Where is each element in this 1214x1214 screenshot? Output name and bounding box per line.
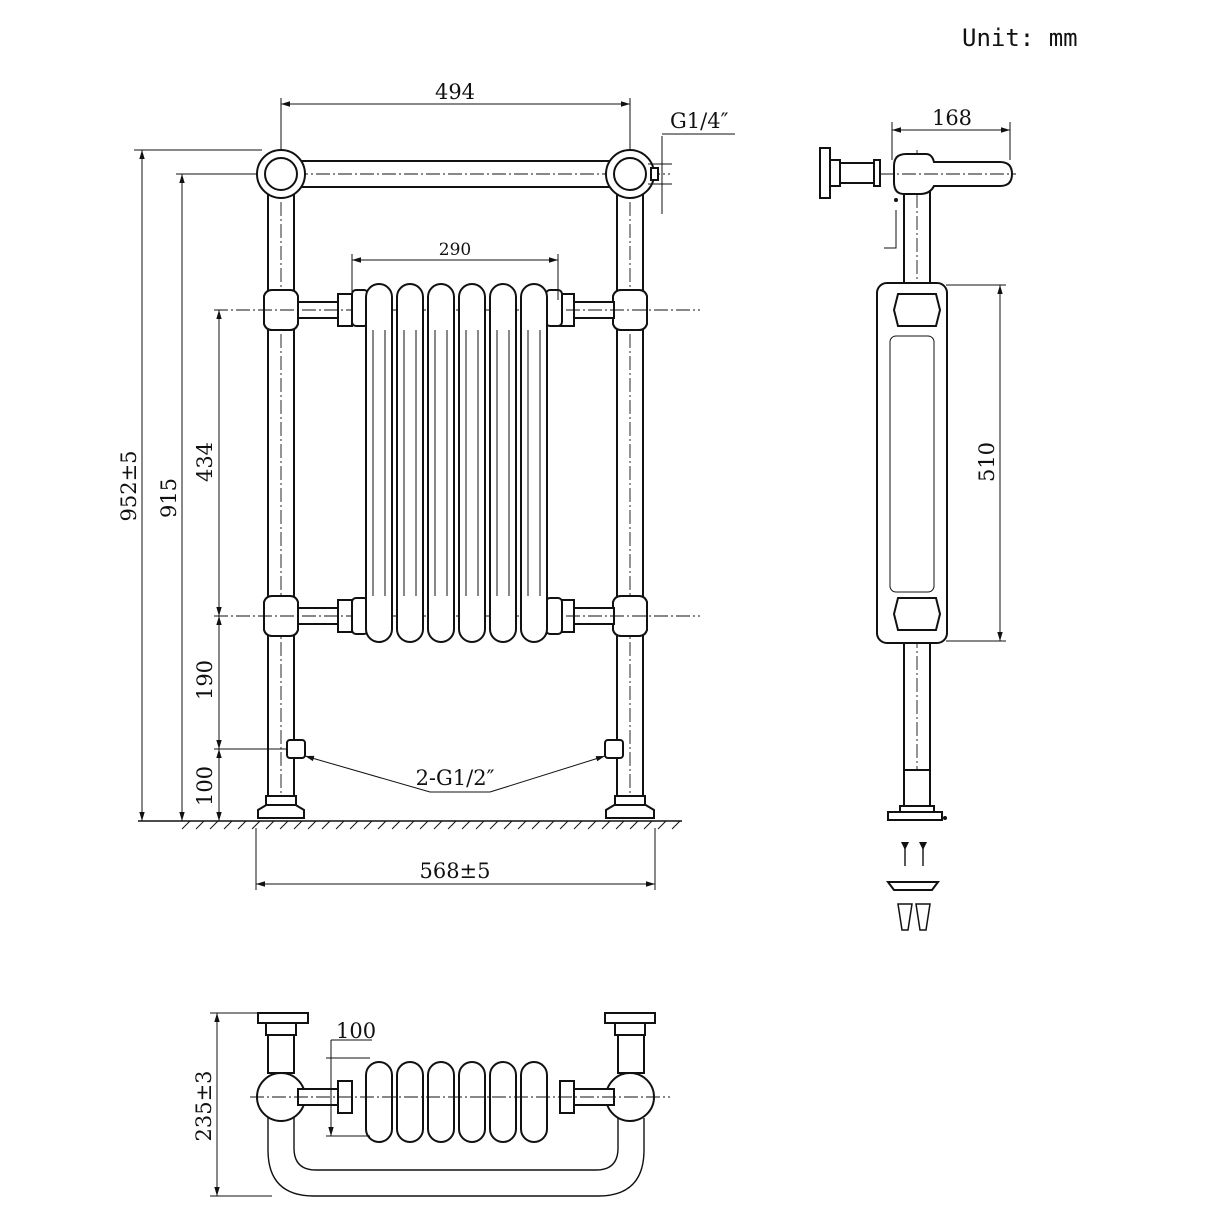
- dim-label-952: 952±5: [117, 450, 141, 521]
- dim-label-494: 494: [435, 80, 475, 104]
- front-view: 494 G1/4″ 290 952±5 915: [117, 80, 735, 890]
- dim-lower-connector-height: 190: [193, 616, 288, 750]
- dim-label-168: 168: [932, 106, 972, 130]
- dim-label-510: 510: [975, 442, 999, 482]
- dim-label-434: 434: [193, 442, 217, 482]
- dim-side-depth: 168: [891, 106, 1011, 160]
- valves: [286, 739, 624, 759]
- top-radiator-sections: [365, 1061, 548, 1143]
- side-view: 168 510: [819, 106, 1016, 931]
- dim-label-top-100: 100: [336, 1019, 376, 1043]
- dim-label-g12: 2-G1/2″: [416, 766, 495, 790]
- dim-valve-thread: 2-G1/2″: [304, 755, 606, 793]
- dim-radiator-width: 290: [351, 240, 559, 300]
- dim-label-235: 235±3: [192, 1070, 216, 1141]
- dim-column-height: 434: [193, 310, 222, 616]
- dim-label-915: 915: [157, 478, 181, 518]
- dim-rail-height: 915: [157, 173, 258, 821]
- dim-label-290: 290: [439, 240, 471, 260]
- dim-label-100: 100: [193, 766, 217, 806]
- dim-label-568: 568±5: [419, 859, 490, 883]
- dim-overall-width-top: 494: [280, 80, 631, 150]
- dim-label-g14: G1/4″: [670, 109, 729, 133]
- top-view: 100 235±3: [192, 1012, 670, 1197]
- dim-side-radiator-height: 510: [946, 284, 1006, 642]
- left-upright: [257, 180, 305, 819]
- right-upright: [605, 180, 655, 819]
- floor-line: [138, 820, 682, 830]
- top-rail: [250, 149, 670, 199]
- dim-pipe-thread-top: G1/4″: [648, 109, 735, 214]
- unit-label: Unit: mm: [962, 24, 1078, 52]
- dim-top-radiator-depth: 100: [326, 1019, 376, 1137]
- dim-top-overall-depth: 235±3: [192, 1012, 272, 1197]
- radiator-columns: [351, 283, 563, 643]
- dim-label-190: 190: [193, 660, 217, 700]
- fixing-screws: [886, 842, 940, 931]
- dim-overall-height: 952±5: [117, 149, 262, 821]
- dim-base-width: 568±5: [255, 828, 656, 890]
- dim-valve-height: 100: [193, 749, 222, 821]
- connector-pipes: [214, 293, 700, 633]
- upright-collars: [263, 289, 648, 637]
